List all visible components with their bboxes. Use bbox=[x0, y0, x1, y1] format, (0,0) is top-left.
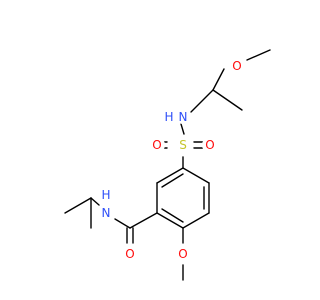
bond-lines bbox=[64, 49, 271, 281]
atom-labels: O H N O S O H N bbox=[98, 58, 245, 262]
molecule-structure: O H N O S O H N bbox=[64, 49, 271, 281]
bond bbox=[156, 212, 184, 229]
bond bbox=[212, 68, 225, 91]
atom-oxygen: O bbox=[175, 246, 191, 262]
bond bbox=[190, 89, 214, 113]
bond bbox=[64, 197, 92, 214]
bond bbox=[182, 167, 210, 184]
bond bbox=[129, 212, 158, 229]
atom-oxygen: O bbox=[122, 246, 138, 262]
atom-oxygen-label: O bbox=[205, 138, 214, 152]
atom-oxygen: O bbox=[229, 58, 245, 74]
bond bbox=[161, 173, 184, 188]
bond bbox=[180, 123, 185, 135]
atom-nitrogen-label: N bbox=[179, 110, 188, 124]
atom-oxygen-label: O bbox=[152, 138, 161, 152]
bond bbox=[212, 89, 243, 111]
atom-oxygen: O bbox=[202, 137, 218, 153]
atom-nitrogen: N bbox=[176, 110, 190, 124]
bond bbox=[156, 167, 184, 184]
atom-oxygen-label: O bbox=[178, 247, 187, 261]
atom-oxygen: O bbox=[149, 137, 165, 153]
bond bbox=[114, 218, 131, 229]
atom-sulfur: S bbox=[175, 137, 191, 153]
atom-oxygen-label: O bbox=[125, 247, 134, 261]
atom-hydrogen: H bbox=[162, 110, 176, 124]
atom-nitrogen: N bbox=[98, 205, 114, 221]
atom-hydrogen-label: H bbox=[164, 110, 173, 124]
atom-sulfur-label: S bbox=[179, 138, 187, 152]
atom-nitrogen-label: N bbox=[102, 206, 111, 220]
bond bbox=[246, 49, 271, 61]
atom-hydrogen-label: H bbox=[101, 188, 110, 202]
bond bbox=[161, 208, 184, 223]
atom-oxygen-label: O bbox=[232, 59, 241, 73]
bond bbox=[90, 197, 100, 206]
atom-hydrogen: H bbox=[99, 188, 113, 202]
bond bbox=[182, 212, 210, 229]
